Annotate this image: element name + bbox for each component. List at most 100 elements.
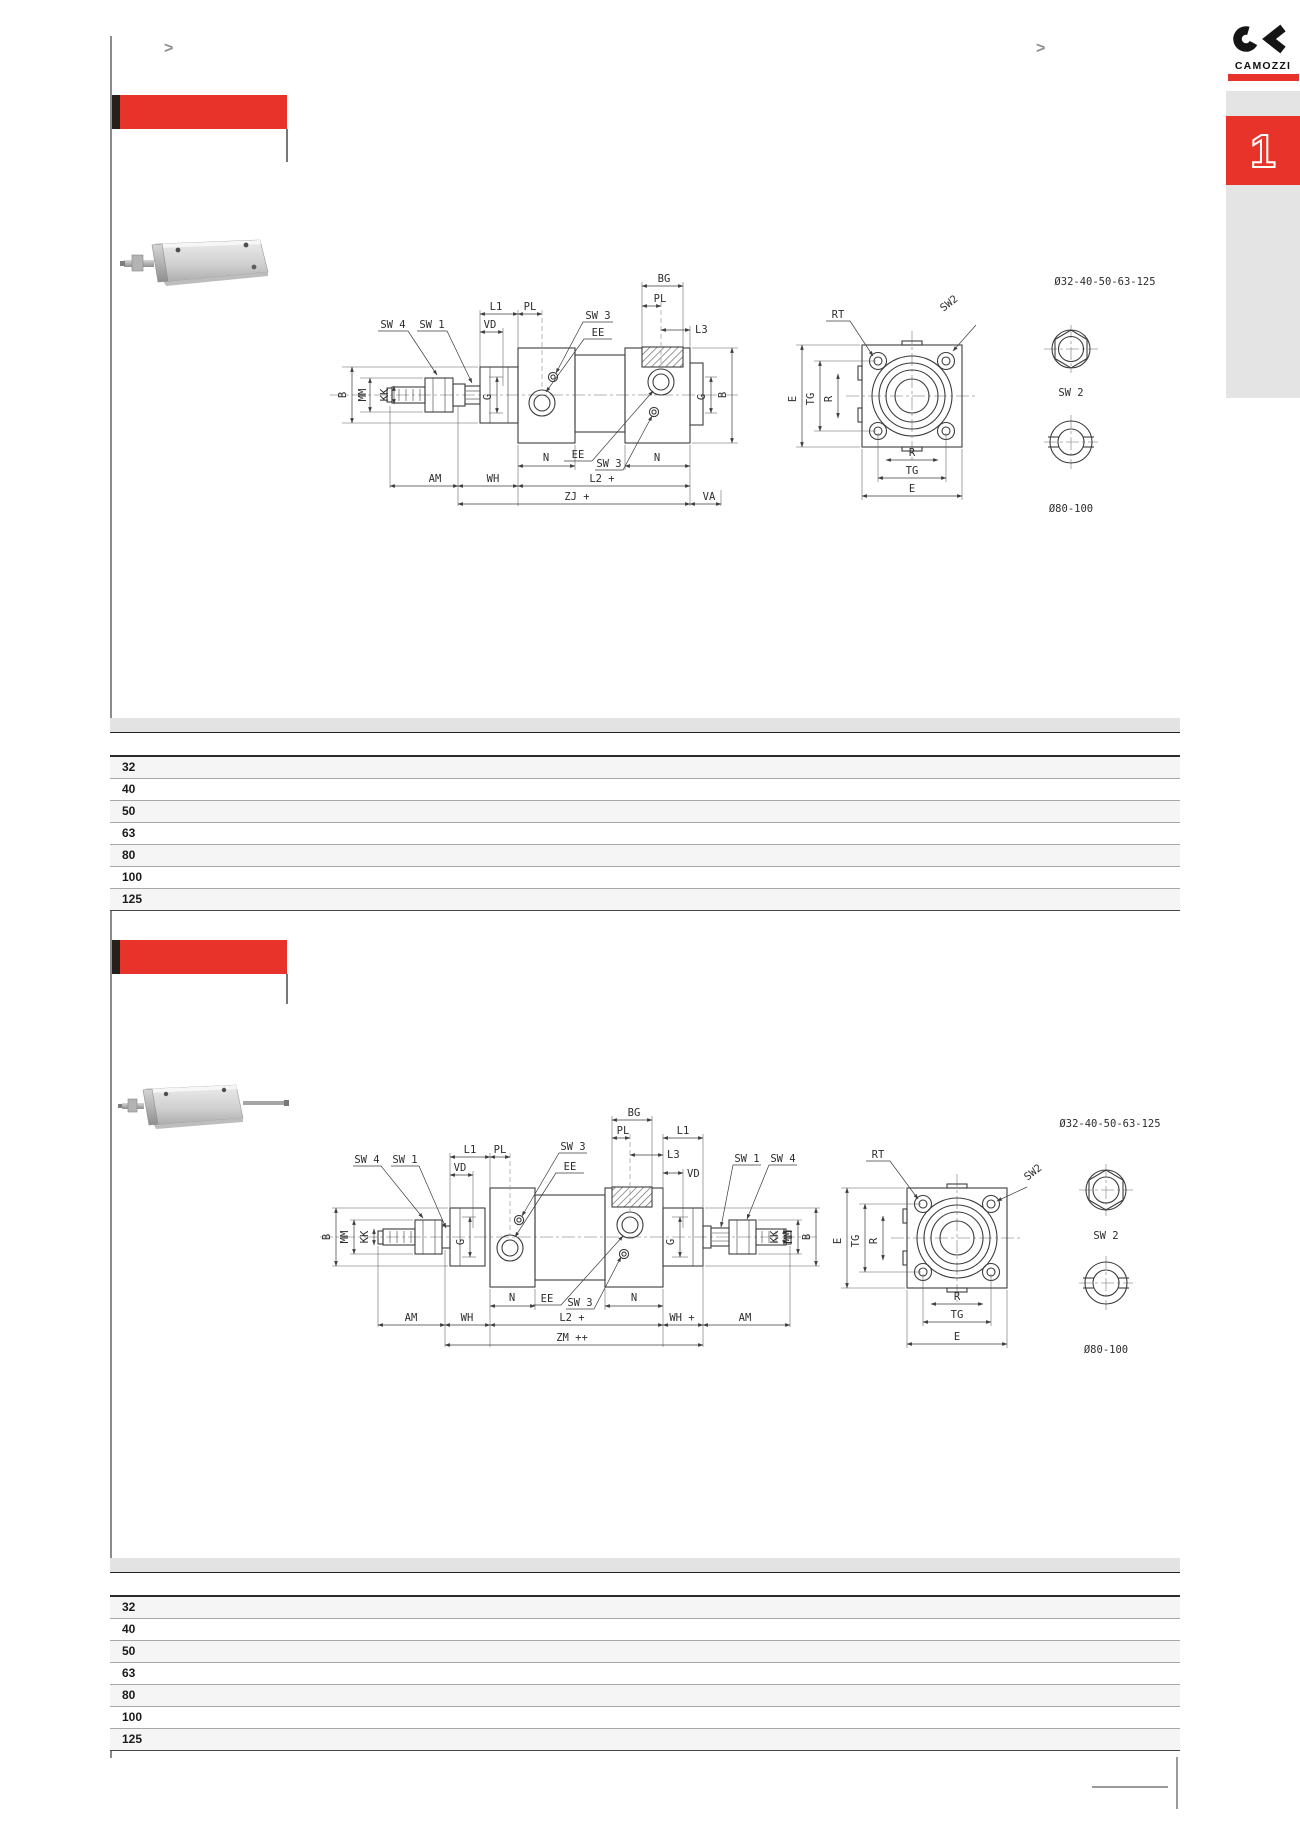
dim-label-n: N — [543, 452, 549, 464]
section-2-title-bar — [112, 940, 287, 974]
dim-label-b: B — [801, 1234, 813, 1240]
extension-lines — [342, 282, 963, 506]
dim-label-kk: KK — [379, 388, 391, 401]
bore-range-large-label: Ø80-100 — [1049, 503, 1093, 515]
table-row: 80 — [110, 1685, 1180, 1707]
dim-label-l1: L1 — [677, 1125, 690, 1137]
dim-label-b: B — [717, 392, 729, 398]
dim-label-tg: TG — [906, 465, 919, 477]
dimension-table-1: 32 40 50 63 80 100 125 — [110, 718, 1180, 911]
section-1-title-bar — [112, 95, 287, 129]
dim-label-l3: L3 — [695, 324, 708, 336]
dim-label-wh: WH — [461, 1312, 474, 1324]
bore-size-cell: 50 — [122, 804, 136, 818]
dim-label-pl: PL — [617, 1125, 630, 1137]
dim-label-l2: L2 + — [559, 1312, 584, 1324]
bore-size-cell: 63 — [122, 1666, 136, 1680]
product-photo-single-rod-cylinder — [120, 239, 269, 286]
table-2-spacer-row — [110, 1573, 1180, 1597]
dim-label-g: G — [665, 1239, 677, 1245]
rod-nut-details — [1048, 329, 1094, 464]
center-lines — [330, 325, 1098, 469]
dimension-table-2: 32 40 50 63 80 100 125 — [110, 1558, 1180, 1751]
dim-label-vd: VD — [484, 319, 497, 331]
breadcrumb-right: > — [1036, 40, 1046, 57]
breadcrumb-left: > — [164, 40, 174, 57]
table-row: 125 — [110, 889, 1180, 911]
dim-label-l3: L3 — [667, 1149, 680, 1161]
chapter-tab: 1 — [1226, 116, 1300, 185]
table-2-header-band — [110, 1558, 1180, 1573]
chapter-number: 1 — [1249, 124, 1277, 177]
dim-label-sw3: SW 3 — [567, 1297, 592, 1309]
table-row: 100 — [110, 867, 1180, 889]
dim-label-sw2: SW 2 — [1058, 387, 1083, 399]
table-row: 32 — [110, 1597, 1180, 1619]
dim-label-zj: ZJ + — [564, 491, 589, 503]
table-row: 40 — [110, 1619, 1180, 1641]
bore-size-cell: 63 — [122, 826, 136, 840]
bore-size-cell: 80 — [122, 848, 136, 862]
bore-size-cell: 32 — [122, 1600, 136, 1614]
dim-label-g: G — [696, 394, 708, 400]
dim-label-pl: PL — [654, 293, 667, 305]
dim-label-zm: ZM ++ — [556, 1332, 588, 1344]
side-view-cylinder — [386, 346, 704, 444]
table-row: 50 — [110, 1641, 1180, 1663]
dim-label-e: E — [954, 1331, 960, 1343]
table-row: 32 — [110, 757, 1180, 779]
dim-label-sw4: SW 4 — [380, 319, 405, 331]
dim-label-bg: BG — [628, 1107, 641, 1119]
bore-size-cell: 125 — [122, 892, 143, 906]
dim-label-l1: L1 — [464, 1144, 477, 1156]
table-row: 125 — [110, 1729, 1180, 1751]
dim-label-b: B — [337, 392, 349, 398]
logo-red-underline — [1227, 74, 1299, 81]
table-row: 50 — [110, 801, 1180, 823]
table-row: 63 — [110, 1663, 1180, 1685]
dim-label-ee: EE — [592, 327, 605, 339]
center-lines — [320, 1164, 1133, 1310]
dim-label-tg: TG — [850, 1235, 862, 1248]
section-2-bar-tail — [286, 974, 288, 1004]
dimension-lines — [350, 284, 977, 506]
bore-size-cell: 100 — [122, 1710, 143, 1724]
bore-size-cell: 40 — [122, 1622, 136, 1636]
bore-size-cell: 100 — [122, 870, 143, 884]
dim-label-b: B — [321, 1234, 333, 1240]
dim-label-sw1: SW 1 — [419, 319, 444, 331]
front-view-flange — [902, 1183, 1008, 1293]
dimension-labels: SW 4 SW 1 L1 PL VD SW 3 EE BG PL L1 L3 V… — [321, 1107, 1161, 1356]
dim-label-am: AM — [429, 473, 442, 485]
section-2-bar-notch — [112, 940, 120, 974]
dim-label-l2: L2 + — [589, 473, 614, 485]
dim-label-sw1: SW 1 — [734, 1153, 759, 1165]
bore-size-cell: 50 — [122, 1644, 136, 1658]
dim-label-sw2: SW 2 — [1093, 1230, 1118, 1242]
table-row: 63 — [110, 823, 1180, 845]
dim-label-ee: EE — [541, 1293, 554, 1305]
dimension-lines — [334, 1118, 1028, 1347]
product-photo-through-rod-cylinder — [118, 1084, 289, 1129]
dim-label-r: R — [868, 1237, 880, 1244]
table-row: 40 — [110, 779, 1180, 801]
extension-lines — [332, 1116, 1008, 1348]
dim-label-am: AM — [405, 1312, 418, 1324]
footer-rule-horizontal — [1092, 1786, 1168, 1788]
section-1-bar-tail — [286, 129, 288, 162]
dim-label-sw1: SW 1 — [392, 1154, 417, 1166]
dim-label-bg: BG — [658, 273, 671, 285]
bore-range-small-label: Ø32-40-50-63-125 — [1054, 276, 1155, 288]
dim-label-ee: EE — [572, 449, 585, 461]
dim-label-kk: KK — [359, 1230, 371, 1243]
dim-label-n: N — [631, 1292, 637, 1304]
dim-label-sw3: SW 3 — [560, 1141, 585, 1153]
dim-label-kk: KK — [769, 1230, 781, 1243]
bore-range-small-label: Ø32-40-50-63-125 — [1059, 1118, 1160, 1130]
dim-label-tg: TG — [805, 393, 817, 406]
dim-label-n: N — [654, 452, 660, 464]
technical-drawing-through-rod: SW 4 SW 1 L1 PL VD SW 3 EE BG PL L1 L3 V… — [320, 1107, 1161, 1356]
bore-size-cell: 40 — [122, 782, 136, 796]
table-1-header-band — [110, 718, 1180, 733]
